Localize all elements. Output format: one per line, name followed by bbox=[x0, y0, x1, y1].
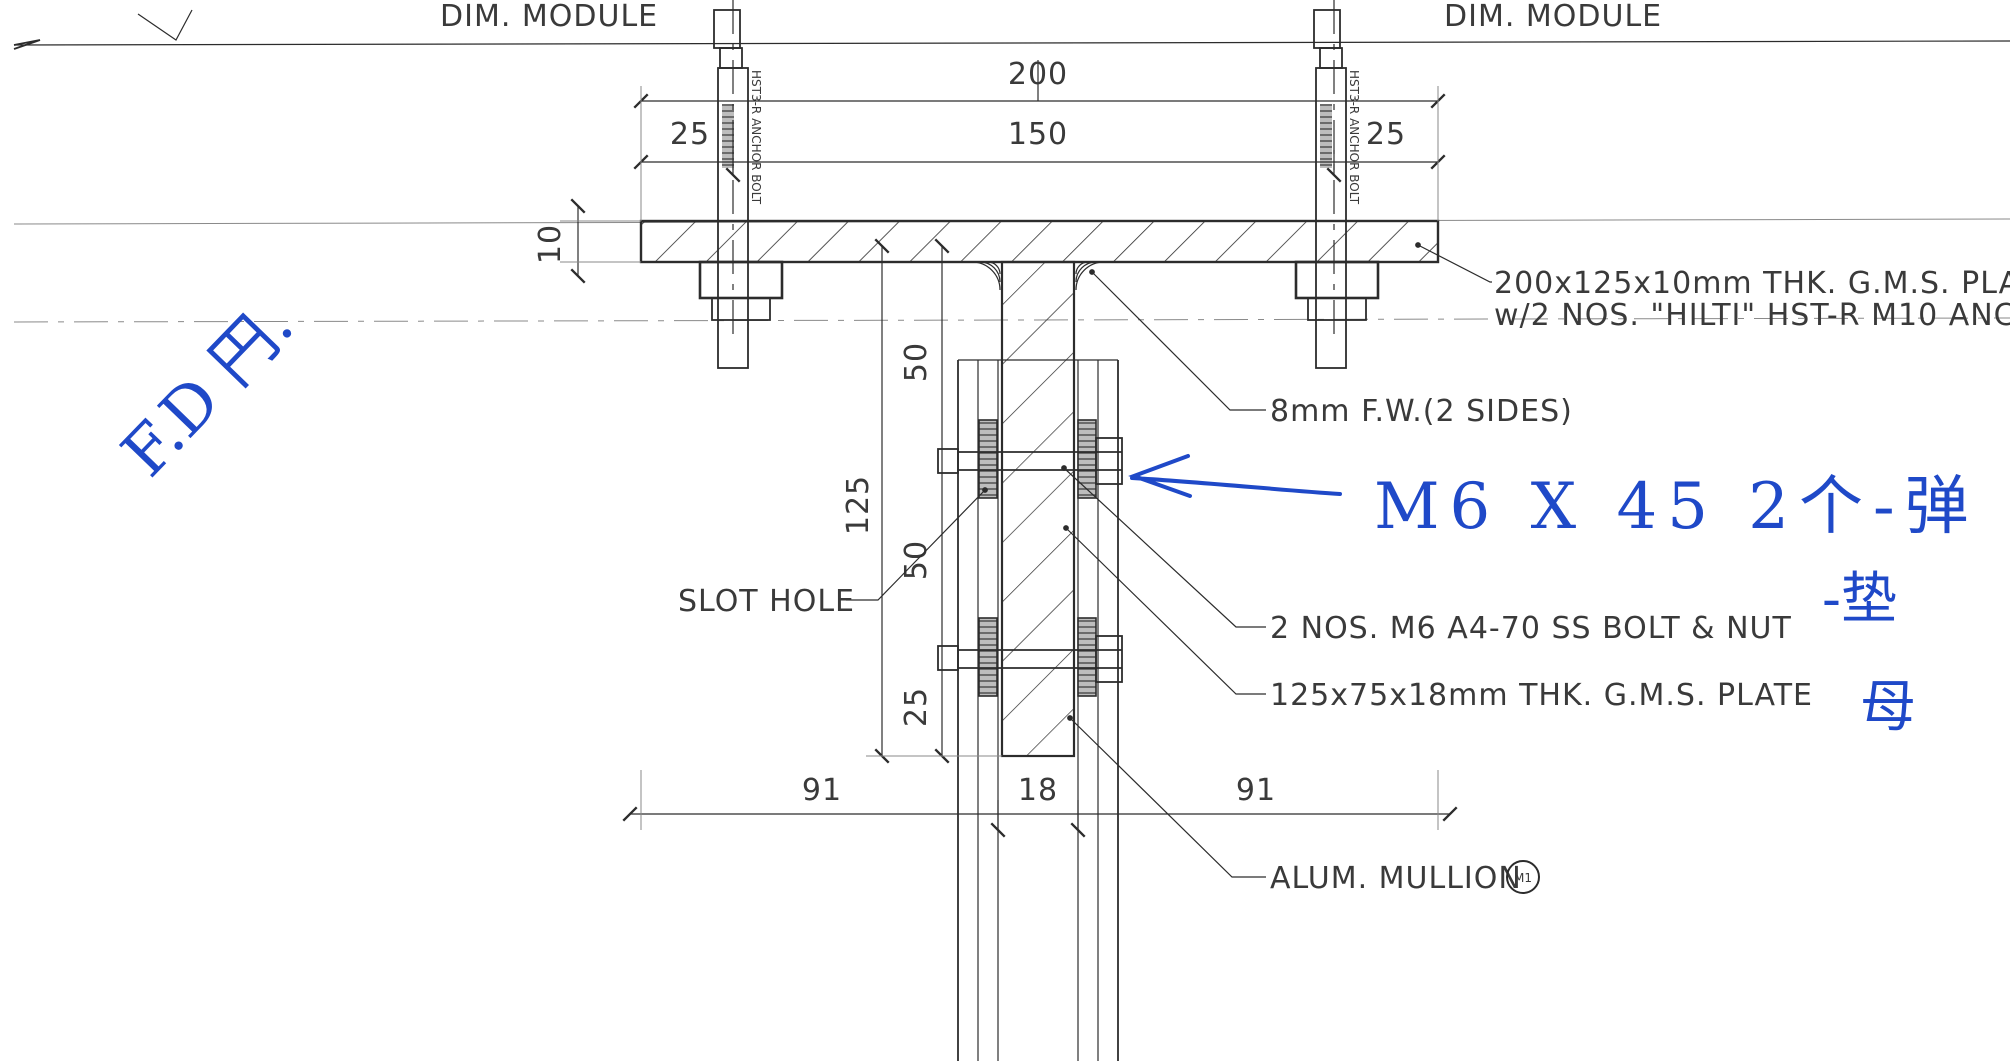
dim-top-overall: 200 bbox=[1008, 57, 1068, 92]
anchor-bolt-right: HST3-R ANCHOR BOLT bbox=[1294, 0, 1380, 369]
callout-mullion: ALUM. MULLION bbox=[1270, 861, 1522, 896]
anchor-bolt-label-left: HST3-R ANCHOR BOLT bbox=[749, 70, 763, 205]
dim-module-label-right: DIM. MODULE bbox=[1444, 0, 1662, 34]
alum-mullion bbox=[957, 359, 1119, 1061]
handwritten-nut-line2: 母 bbox=[1860, 675, 1916, 740]
handwritten-side-note: F.D 円. bbox=[108, 288, 308, 491]
callout-top-plate-line2: w/2 NOS. "HILTI" HST-R M10 ANC bbox=[1494, 298, 2010, 333]
anchor-bolt-label-right: HST3-R ANCHOR BOLT bbox=[1347, 70, 1361, 205]
dim-edge-right: 25 bbox=[1366, 117, 1406, 152]
mullion-tag: M1 bbox=[1506, 860, 1540, 894]
callout-bolts: 2 NOS. M6 A4-70 SS BOLT & NUT bbox=[1270, 611, 1792, 646]
handwritten-arrow bbox=[1130, 476, 1342, 496]
handwritten-bolt-size: M6 X 45 2个-弹 bbox=[1374, 470, 1979, 544]
dim-bottom-right: 91 bbox=[1236, 773, 1276, 808]
mullion-bolt-lower bbox=[937, 617, 1123, 697]
callout-fin-plate: 125x75x18mm THK. G.M.S. PLATE bbox=[1270, 678, 1813, 713]
base-plate bbox=[639, 219, 1440, 264]
dim-module-label-left: DIM. MODULE bbox=[440, 0, 658, 34]
dim-inner-span: 150 bbox=[1008, 117, 1068, 152]
callout-top-plate-line1: 200x125x10mm THK. G.M.S. PLATE bbox=[1494, 266, 2010, 301]
callout-fillet-weld: 8mm F.W.(2 SIDES) bbox=[1270, 394, 1573, 429]
handwritten-nut-line1: -垫 bbox=[1822, 567, 1897, 632]
dim-bottom-middle: 18 bbox=[1018, 773, 1058, 808]
fin-plate bbox=[1000, 260, 1076, 758]
dim-edge-left: 25 bbox=[670, 117, 710, 152]
dimension-lines bbox=[560, 60, 1458, 838]
dim-vertical-lower: 25 bbox=[899, 687, 934, 727]
dim-vertical-upper: 50 bbox=[899, 342, 934, 382]
dim-vertical-overall: 125 bbox=[841, 475, 876, 535]
mullion-tag-text: M1 bbox=[1514, 871, 1532, 885]
fillet-weld-symbols bbox=[971, 261, 1105, 291]
anchor-bolt-left: HST3-R ANCHOR BOLT bbox=[698, 0, 784, 369]
dim-bottom-left: 91 bbox=[802, 773, 842, 808]
dim-plate-thickness: 10 bbox=[533, 224, 568, 264]
leader-lines bbox=[846, 242, 1492, 878]
callout-slot-hole: SLOT HOLE bbox=[678, 584, 855, 619]
